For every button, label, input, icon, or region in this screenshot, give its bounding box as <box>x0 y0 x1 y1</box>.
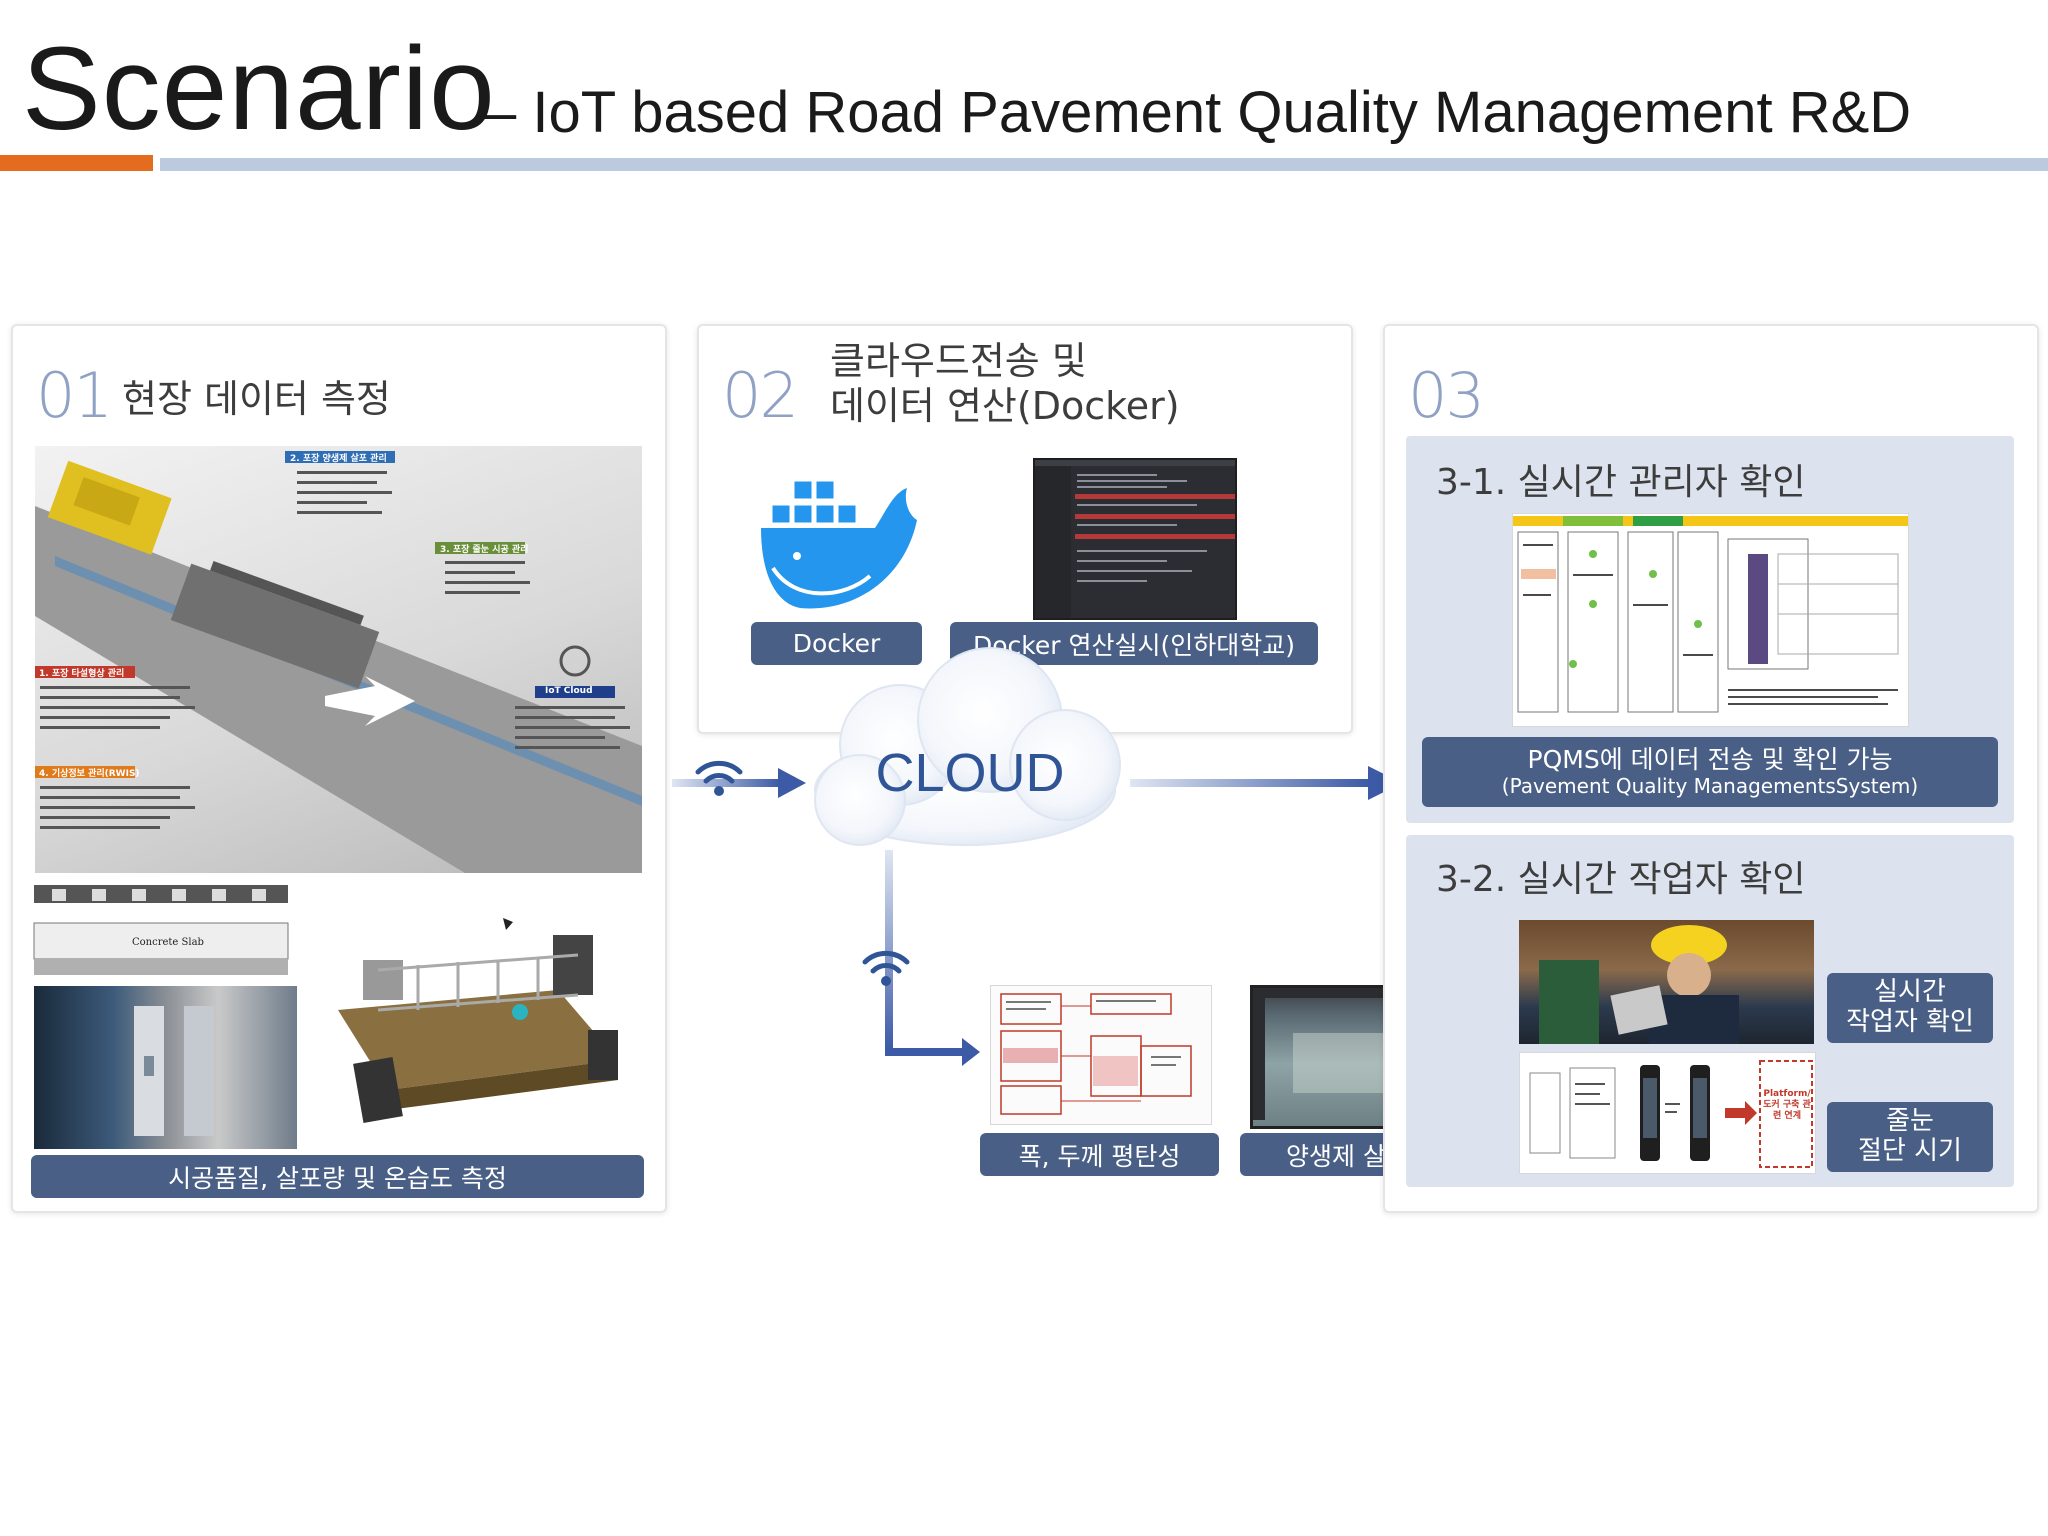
slide-subtitle: – IoT based Road Pavement Quality Manage… <box>484 80 1912 145</box>
road-label-shape: 1. 포장 타설형상 관리 <box>39 669 125 679</box>
worker-check-title: 3-2. 실시간 작업자 확인 <box>1436 859 1806 900</box>
wifi-icon <box>695 760 743 784</box>
joint-cutting-line2: 절단 시기 <box>1858 1136 1962 1166</box>
docker-console-screenshot <box>1033 458 1237 620</box>
road-label-weather: 4. 기상정보 관리(RWIS) <box>39 769 140 779</box>
step2-title-line2: 데이터 연산(Docker) <box>830 384 1180 428</box>
flatness-label: 폭, 두께 평탄성 <box>980 1133 1219 1176</box>
step2-title-line1: 클라우드전송 및 <box>830 339 1087 383</box>
step1-number: 01 <box>36 359 113 432</box>
worker-photo <box>1519 920 1814 1044</box>
road-paving-illustration: 2. 포장 양생제 살포 관리 3. 포장 줄눈 시공 관리 1. 포장 타설형… <box>35 446 642 873</box>
title-rule-accent <box>0 155 153 171</box>
road-label-curing: 2. 포장 양생제 살포 관리 <box>290 454 387 464</box>
joint-cutting-button[interactable]: 줄눈 절단 시기 <box>1827 1102 1993 1172</box>
title-rule <box>160 158 2048 171</box>
sensor-photo <box>34 986 297 1149</box>
sprayer-machine-illustration <box>318 910 638 1135</box>
flatness-software-screenshot <box>990 985 1212 1125</box>
pqms-flow-diagram <box>1512 513 1909 727</box>
docker-run-label: Docker 연산실시(인하대학교) <box>950 622 1318 665</box>
step2-number: 02 <box>722 359 799 432</box>
manager-check-title: 3-1. 실시간 관리자 확인 <box>1436 462 1806 503</box>
mobile-app-diagram: Platform/ 도커 구축 관련 연계 <box>1519 1052 1816 1174</box>
slide-title: Scenario <box>22 23 496 155</box>
docker-logo-icon <box>755 468 920 618</box>
concrete-slab-diagram: Concrete Slab <box>22 883 300 979</box>
slab-label: Concrete Slab <box>132 937 204 948</box>
platform-label: Platform/ 도커 구축 관련 연계 <box>1763 1089 1811 1121</box>
realtime-worker-line2: 작업자 확인 <box>1846 1007 1974 1037</box>
step1-title: 현장 데이터 측정 <box>122 377 391 421</box>
pqms-caption-line1: PQMS에 데이터 전송 및 확인 가능 <box>1527 745 1893 775</box>
docker-label: Docker <box>751 622 922 665</box>
joint-cutting-line1: 줄눈 <box>1886 1106 1934 1137</box>
cloud-label: CLOUD <box>875 743 1065 803</box>
road-label-iot: IoT Cloud <box>545 686 593 696</box>
step3-number: 03 <box>1408 359 1485 432</box>
realtime-worker-button[interactable]: 실시간 작업자 확인 <box>1827 973 1993 1043</box>
road-label-joint: 3. 포장 줄눈 시공 관리 <box>440 545 529 555</box>
pqms-caption-line2: (Pavement Quality ManagementsSystem) <box>1501 773 1919 798</box>
pqms-caption: PQMS에 데이터 전송 및 확인 가능 (Pavement Quality M… <box>1422 737 1998 807</box>
step1-caption: 시공품질, 살포량 및 온습도 측정 <box>31 1155 644 1198</box>
realtime-worker-line1: 실시간 <box>1874 977 1946 1008</box>
